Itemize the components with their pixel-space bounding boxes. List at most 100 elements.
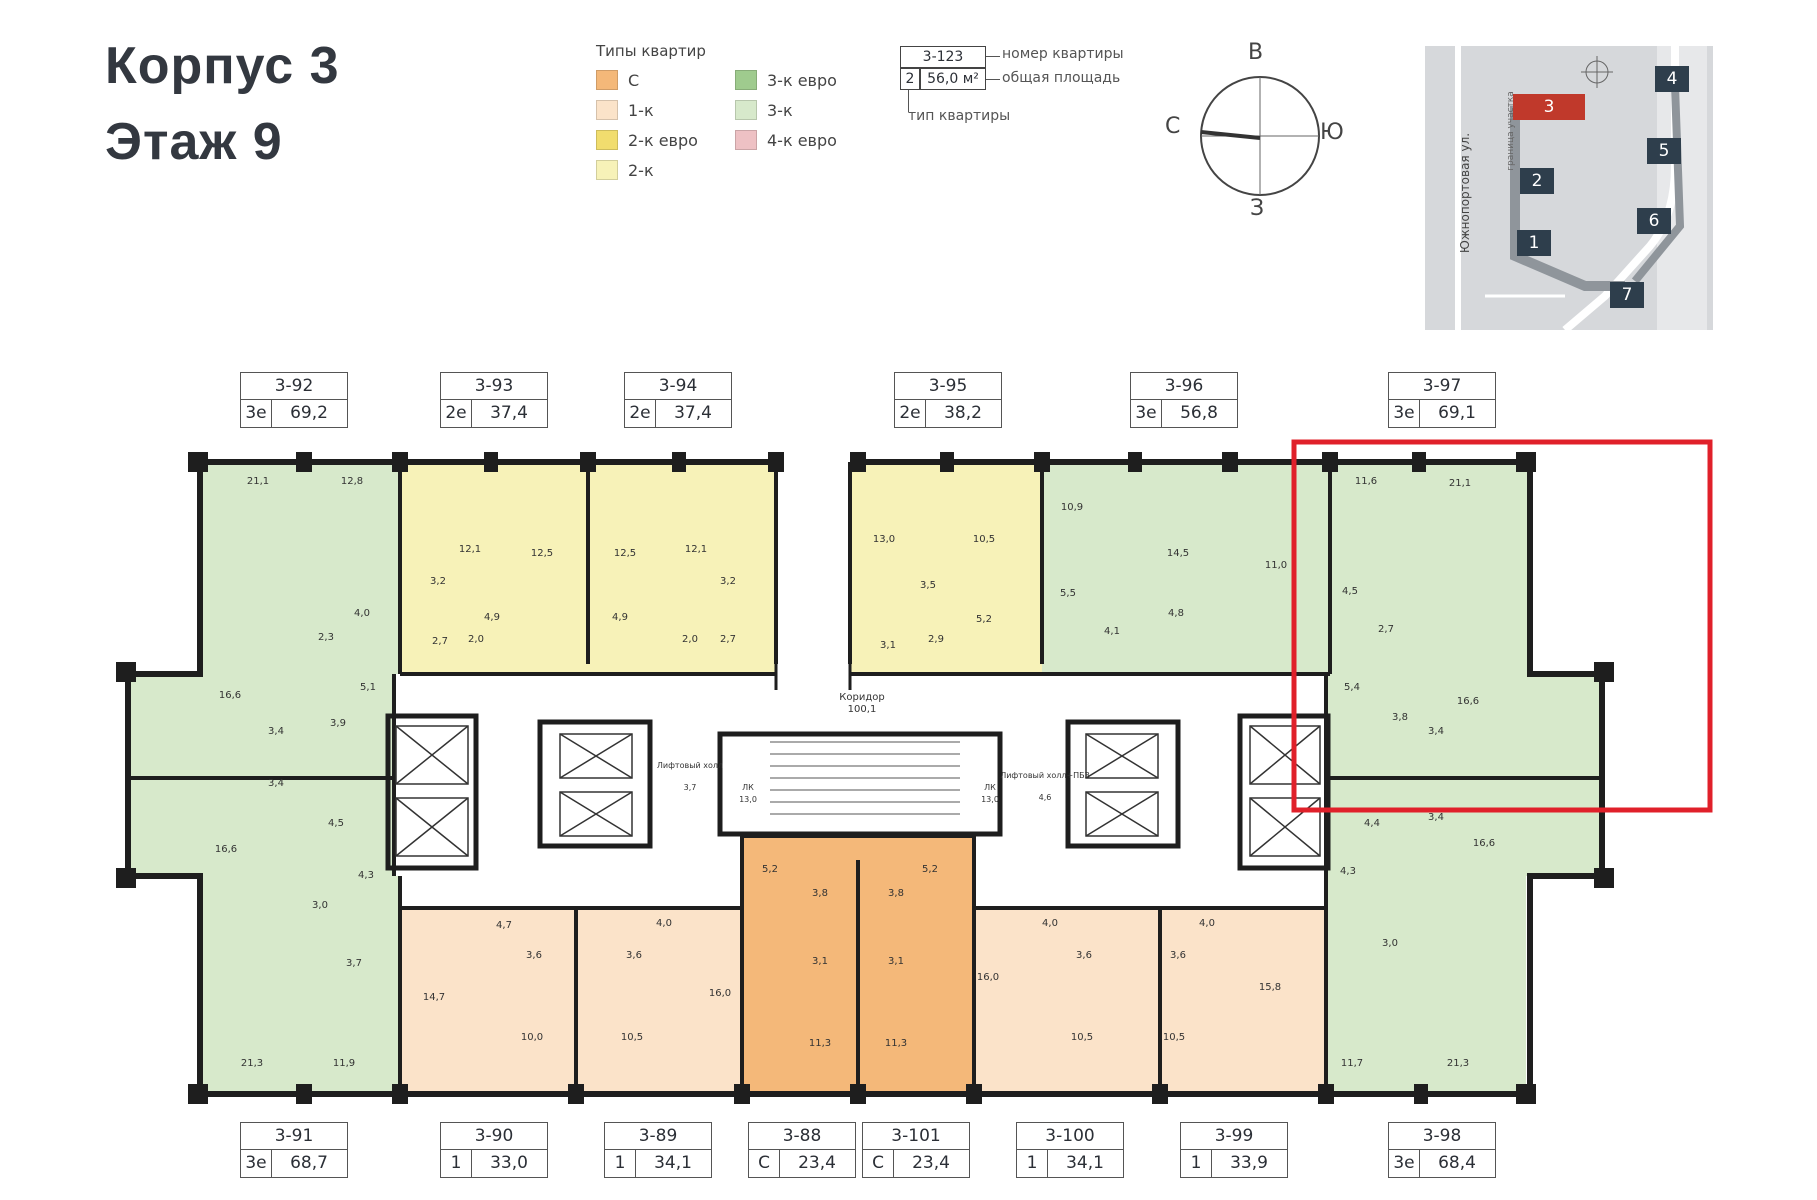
room-area-wr: 3,8	[1392, 712, 1408, 723]
apt-3-98-area[interactable]	[1326, 876, 1526, 1094]
room-area-a91: 21,3	[241, 1058, 263, 1069]
room-area-a98: 21,3	[1447, 1058, 1469, 1069]
legend-swatch	[735, 100, 757, 120]
room-area-a96: 14,5	[1167, 548, 1189, 559]
room-area-a98: 3,0	[1382, 938, 1398, 949]
room-area-a97: 11,6	[1355, 476, 1377, 487]
apartment-area: 23,4	[912, 1153, 950, 1173]
apt-3-95-area[interactable]	[850, 462, 1042, 674]
room-area-a101: 11,3	[885, 1038, 907, 1049]
site-building-3[interactable]: 3	[1513, 94, 1585, 120]
room-area-a93: 4,9	[484, 612, 500, 623]
room-area-a100: 16,0	[977, 972, 999, 983]
apartment-number: 3-90	[441, 1123, 547, 1150]
key-label-area: общая площадь	[1002, 70, 1121, 86]
legend-swatch	[596, 70, 618, 90]
apt-3-97-area[interactable]	[1330, 462, 1530, 674]
room-area-wr: 5,4	[1344, 682, 1360, 693]
apt-3-89-area[interactable]	[576, 908, 742, 1094]
site-building-5[interactable]: 5	[1647, 138, 1681, 164]
room-area-a93: 2,7	[432, 636, 448, 647]
legend-swatch	[596, 130, 618, 150]
apartment-type: С	[749, 1149, 780, 1177]
room-area-a100: 3,6	[1076, 950, 1092, 961]
apartment-number: 3-98	[1389, 1123, 1495, 1150]
apt-3-94-area[interactable]	[588, 462, 776, 674]
apt-3-99-area[interactable]	[1160, 908, 1326, 1094]
site-building-2[interactable]: 2	[1520, 168, 1554, 194]
wing-right-lower-area[interactable]	[1326, 778, 1602, 876]
wing-right-upper-area[interactable]	[1326, 674, 1602, 778]
site-building-1[interactable]: 1	[1517, 230, 1551, 256]
room-area-a97: 4,5	[1342, 586, 1358, 597]
legend-swatch	[735, 130, 757, 150]
apt-3-93-area[interactable]	[400, 462, 588, 674]
room-area-a92: 4,0	[354, 608, 370, 619]
room-area-a93: 12,5	[531, 548, 553, 559]
apt-3-96-area[interactable]	[1042, 462, 1330, 674]
room-area-wl: 4,5	[328, 818, 344, 829]
room-area-a92: 21,1	[247, 476, 269, 487]
site-map-drawing	[1425, 46, 1713, 330]
apartment-area: 56,8	[1180, 403, 1218, 423]
room-area-a93: 2,0	[468, 634, 484, 645]
apt-3-88-area[interactable]	[742, 836, 858, 1094]
apartment-type: 2е	[895, 399, 926, 427]
room-area-a99: 3,6	[1170, 950, 1186, 961]
apartment-type: 3е	[241, 399, 272, 427]
apartment-number: 3-95	[895, 373, 1001, 400]
room-area-wl: 16,6	[219, 690, 241, 701]
room-area-a95: 3,5	[920, 580, 936, 591]
room-area-wr: 4,3	[1340, 866, 1356, 877]
apartment-area: 33,9	[1230, 1153, 1268, 1173]
room-area-a93: 3,2	[430, 576, 446, 587]
lift-hall-pbz-label: Лифтовый холл+ПБЗ	[1000, 771, 1090, 780]
apt-3-101-area[interactable]	[858, 836, 974, 1094]
building-title: Корпус 3	[105, 37, 340, 95]
apartment-number: 3-99	[1181, 1123, 1287, 1150]
apartment-type: 2е	[625, 399, 656, 427]
room-area-a91: 3,0	[312, 900, 328, 911]
apartment-area: 23,4	[798, 1153, 836, 1173]
apartment-area: 37,4	[674, 403, 712, 423]
apt-3-100-area[interactable]	[974, 908, 1160, 1094]
site-building-7[interactable]: 7	[1610, 282, 1644, 308]
site-building-6[interactable]: 6	[1637, 208, 1671, 234]
plan-fills	[128, 462, 1602, 1094]
room-area-wr: 16,6	[1473, 838, 1495, 849]
floor-title: Этаж 9	[105, 113, 283, 171]
apartment-number: 3-88	[749, 1123, 855, 1150]
wing-left-upper-area[interactable]	[128, 674, 394, 778]
room-area-a97: 21,1	[1449, 478, 1471, 489]
apt-3-92-area[interactable]	[200, 462, 400, 674]
room-area-a94: 2,7	[720, 634, 736, 645]
room-area-wl: 16,6	[215, 844, 237, 855]
apt-3-91-area[interactable]	[200, 876, 400, 1094]
room-area-a94: 2,0	[682, 634, 698, 645]
room-area-wl: 3,4	[268, 778, 284, 789]
apartment-type: 1	[1181, 1149, 1212, 1177]
elevators	[395, 725, 1321, 857]
room-area-a94: 12,1	[685, 544, 707, 555]
wing-left-lower-area[interactable]	[128, 778, 394, 876]
site-building-4[interactable]: 4	[1655, 66, 1689, 92]
room-area-a101: 5,2	[922, 864, 938, 875]
apartment-number: 3-100	[1017, 1123, 1123, 1150]
key-label-number: номер квартиры	[1002, 46, 1124, 62]
room-area-wr: 3,4	[1428, 726, 1444, 737]
apt-3-90-area[interactable]	[400, 908, 576, 1094]
